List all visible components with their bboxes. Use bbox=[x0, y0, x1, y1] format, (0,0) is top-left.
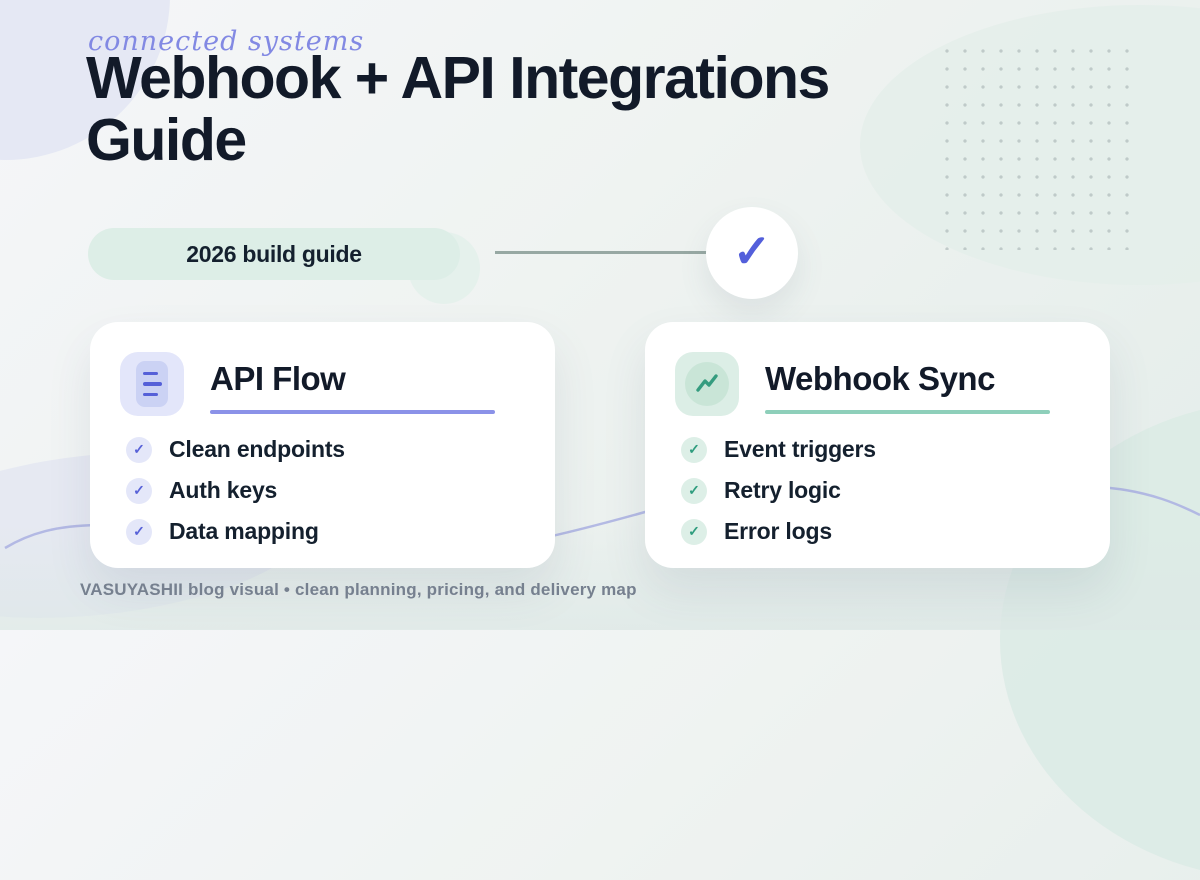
list-item: ✓ Event triggers bbox=[681, 436, 1110, 463]
list-item: ✓ Data mapping bbox=[126, 518, 555, 545]
card-webhook-sync-checklist: ✓ Event triggers ✓ Retry logic ✓ Error l… bbox=[645, 436, 1110, 545]
connector-line bbox=[495, 251, 708, 254]
card-webhook-sync-title-block: Webhook Sync bbox=[765, 352, 1050, 414]
list-item: ✓ Error logs bbox=[681, 518, 1110, 545]
page-title: Webhook + API Integrations Guide bbox=[86, 45, 830, 173]
list-lines-icon-glyph bbox=[136, 361, 168, 407]
list-item-label: Retry logic bbox=[724, 477, 841, 503]
check-icon: ✓ bbox=[126, 436, 152, 463]
check-icon: ✓ bbox=[681, 477, 707, 504]
list-lines-icon bbox=[120, 352, 184, 416]
card-webhook-sync-title: Webhook Sync bbox=[765, 360, 995, 397]
check-icon: ✓ bbox=[732, 225, 772, 277]
card-api-flow-underline bbox=[210, 410, 495, 414]
list-item: ✓ Auth keys bbox=[126, 477, 555, 504]
list-item-label: Data mapping bbox=[169, 518, 319, 544]
card-api-flow-header: API Flow bbox=[90, 322, 555, 416]
list-item-label: Error logs bbox=[724, 518, 832, 544]
check-icon: ✓ bbox=[681, 436, 707, 463]
footer-attribution: VASUYASHII blog visual • clean planning,… bbox=[80, 580, 637, 599]
list-item-label: Event triggers bbox=[724, 436, 876, 462]
check-icon: ✓ bbox=[681, 518, 707, 545]
check-icon: ✓ bbox=[126, 518, 152, 545]
trend-up-icon bbox=[675, 352, 739, 416]
year-badge: 2026 build guide bbox=[88, 228, 460, 280]
card-api-flow-checklist: ✓ Clean endpoints ✓ Auth keys ✓ Data map… bbox=[90, 436, 555, 545]
list-item: ✓ Clean endpoints bbox=[126, 436, 555, 463]
card-webhook-sync-header: Webhook Sync bbox=[645, 322, 1110, 416]
trend-up-icon-glyph bbox=[685, 362, 729, 406]
year-badge-label: 2026 build guide bbox=[186, 240, 362, 267]
list-item-label: Clean endpoints bbox=[169, 436, 345, 462]
card-api-flow: API Flow ✓ Clean endpoints ✓ Auth keys ✓… bbox=[90, 322, 555, 568]
card-api-flow-title-block: API Flow bbox=[210, 352, 495, 414]
list-item-label: Auth keys bbox=[169, 477, 278, 503]
brand-script-label: connected systems bbox=[88, 26, 365, 57]
check-icon: ✓ bbox=[126, 477, 152, 504]
dot-grid-pattern bbox=[938, 42, 1142, 250]
list-item: ✓ Retry logic bbox=[681, 477, 1110, 504]
card-api-flow-title: API Flow bbox=[210, 360, 346, 397]
card-webhook-sync: Webhook Sync ✓ Event triggers ✓ Retry lo… bbox=[645, 322, 1110, 568]
check-circle: ✓ bbox=[706, 207, 798, 299]
card-webhook-sync-underline bbox=[765, 410, 1050, 414]
